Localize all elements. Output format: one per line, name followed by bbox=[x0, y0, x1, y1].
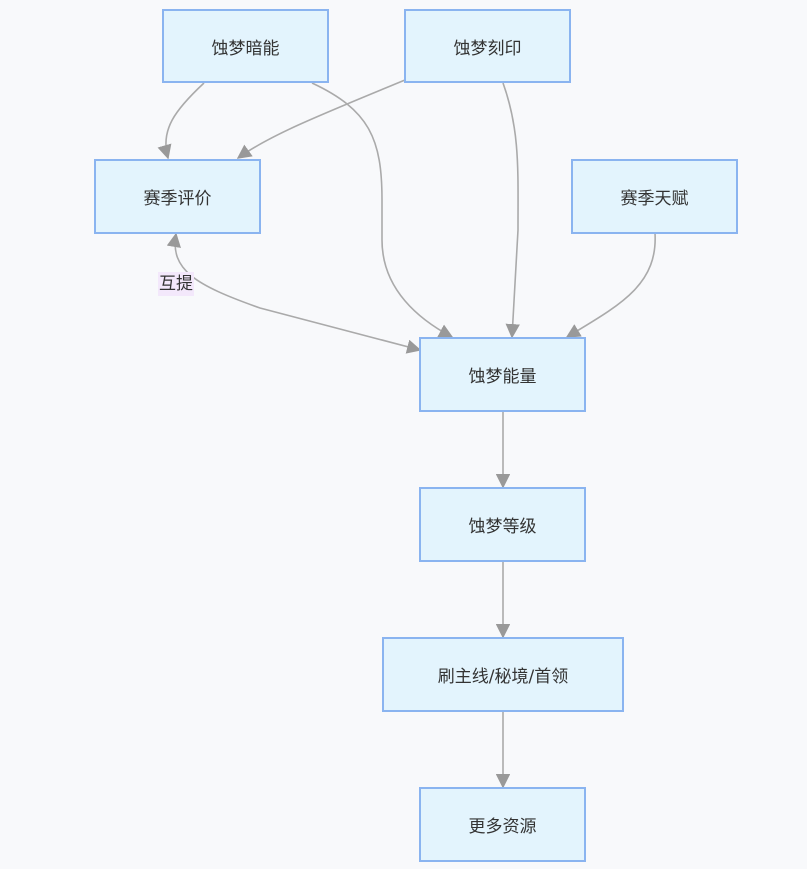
node-farm: 刷主线/秘境/首领 bbox=[382, 637, 624, 712]
edge-season-talent-to-energy bbox=[565, 232, 656, 338]
edge-label-mutual: 互提 bbox=[158, 272, 194, 296]
node-level: 蚀梦等级 bbox=[419, 487, 586, 562]
edge-engraving-to-energy bbox=[502, 82, 520, 339]
node-label: 蚀梦刻印 bbox=[453, 38, 522, 59]
edge-dark-energy-to-season-rating bbox=[157, 82, 205, 160]
node-season-rating: 赛季评价 bbox=[94, 159, 261, 234]
node-resources: 更多资源 bbox=[419, 787, 586, 862]
node-energy: 蚀梦能量 bbox=[419, 337, 586, 412]
node-label: 刷主线/秘境/首领 bbox=[437, 667, 569, 687]
node-label: 赛季评价 bbox=[143, 189, 212, 209]
node-label: 蚀梦能量 bbox=[468, 367, 537, 387]
edge-season-rating-energy-mutual bbox=[166, 232, 422, 354]
node-season-talent: 赛季天赋 bbox=[571, 159, 738, 234]
node-label: 更多资源 bbox=[468, 817, 537, 837]
node-label: 蚀梦等级 bbox=[468, 517, 537, 537]
edge-dark-energy-to-energy bbox=[311, 82, 454, 338]
edge-engraving-to-season-rating bbox=[236, 79, 406, 159]
node-engraving: 蚀梦刻印 bbox=[404, 9, 571, 83]
node-dark-energy: 蚀梦暗能 bbox=[162, 9, 329, 83]
node-label: 赛季天赋 bbox=[620, 189, 689, 209]
node-label: 蚀梦暗能 bbox=[211, 38, 280, 59]
